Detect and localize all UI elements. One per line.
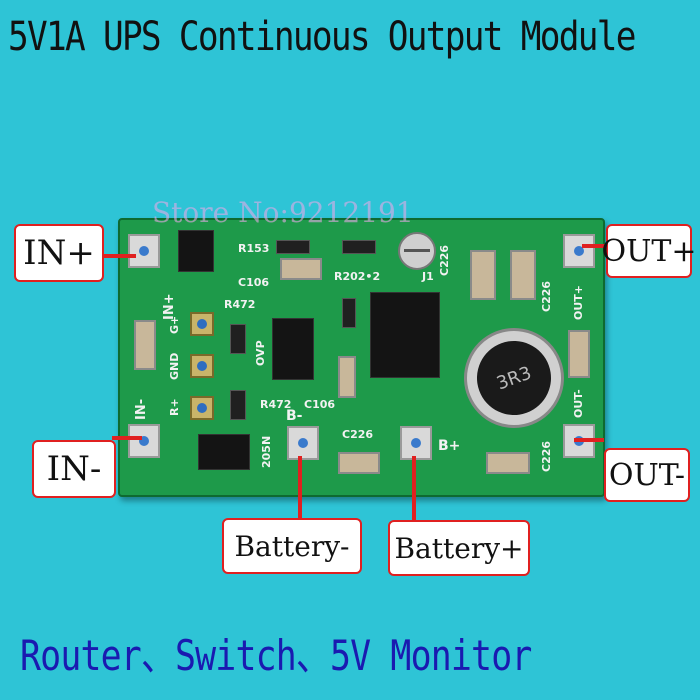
silk-205n: 205N	[260, 435, 273, 468]
pin-g-plus	[190, 312, 214, 336]
pin-gnd	[190, 354, 214, 378]
silk-c106-bottom: C106	[304, 398, 336, 411]
wire-in-minus	[112, 436, 142, 440]
resistor	[342, 298, 356, 328]
pad-in-plus	[128, 234, 160, 268]
wire-in-plus	[96, 254, 136, 258]
pcb-board: 3R3 R153 C106 R472 R202•2 J1 C226 C226 O…	[118, 218, 605, 497]
capacitor	[338, 356, 356, 398]
silk-c226-b: C226	[540, 280, 553, 312]
resistor	[230, 390, 246, 420]
silk-j1: J1	[422, 270, 434, 283]
capacitor	[280, 258, 322, 280]
label-out-plus: OUT+	[601, 224, 697, 278]
capacitor	[568, 330, 590, 378]
capacitor	[470, 250, 496, 300]
silk-ovp: OVP	[254, 340, 267, 366]
silk-out-minus: OUT-	[572, 389, 585, 418]
silk-r472-top: R472	[224, 298, 256, 311]
transistor-top	[178, 230, 214, 272]
silk-r472-bottom: R472	[260, 398, 292, 411]
silk-b-plus: B+	[438, 438, 461, 454]
capacitor	[134, 320, 156, 370]
resistor	[342, 240, 376, 254]
resistor	[276, 240, 310, 254]
wire-out-minus	[574, 438, 604, 442]
pad-battery-minus	[287, 426, 319, 460]
product-title: 5V1A UPS Continuous Output Module	[8, 14, 636, 60]
label-in-minus: IN-	[32, 440, 116, 498]
pad-out-plus	[563, 234, 595, 268]
protection-ic	[272, 318, 314, 380]
store-watermark: Store No:9212191	[152, 196, 414, 229]
resistor	[230, 324, 246, 354]
capacitor	[486, 452, 530, 474]
silk-c106-top: C106	[238, 276, 270, 289]
silk-c226-mid: C226	[342, 428, 374, 441]
silk-r202: R202•2	[334, 270, 381, 283]
mounting-screw	[398, 232, 436, 270]
capacitor	[338, 452, 380, 474]
silk-in-minus: IN-	[134, 398, 149, 420]
capacitor	[510, 250, 536, 300]
silk-gnd: GND	[168, 352, 181, 380]
transistor-bottom	[198, 434, 250, 470]
silk-c226-bottom: C226	[540, 440, 553, 472]
wire-battery-plus	[412, 456, 416, 524]
silk-b-minus: B-	[286, 408, 303, 424]
label-in-plus: IN+	[14, 224, 104, 282]
silk-c226-a: C226	[438, 244, 451, 276]
wire-out-plus	[582, 244, 610, 248]
power-inductor: 3R3	[464, 328, 564, 428]
wire-battery-minus	[298, 456, 302, 526]
label-battery-plus: Battery+	[388, 520, 530, 576]
silk-g-plus: G+	[168, 315, 181, 334]
application-caption: Router、Switch、5V Monitor	[20, 631, 532, 680]
controller-ic	[370, 292, 440, 378]
silk-r153: R153	[238, 242, 270, 255]
label-out-minus: OUT-	[604, 448, 690, 502]
pad-in-minus	[128, 424, 160, 458]
silk-out-plus: OUT+	[572, 284, 585, 320]
pin-r-plus	[190, 396, 214, 420]
pad-battery-plus	[400, 426, 432, 460]
label-battery-minus: Battery-	[222, 518, 362, 574]
inductor-marking: 3R3	[466, 330, 562, 426]
silk-r-plus: R+	[168, 398, 181, 416]
